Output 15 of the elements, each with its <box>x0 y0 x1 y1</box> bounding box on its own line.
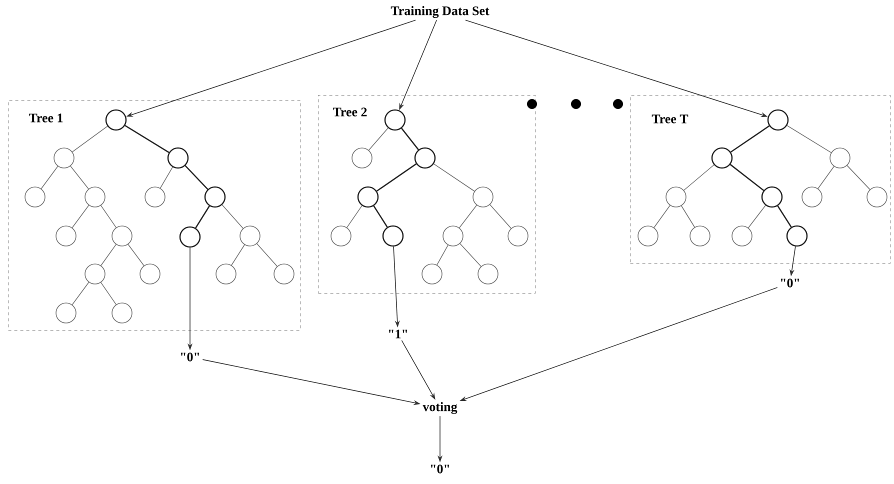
output-label: voting <box>422 402 458 414</box>
tree-node-circle <box>382 225 404 247</box>
output-label: "1" <box>388 330 408 338</box>
output-label: Training Data Set <box>390 6 490 18</box>
tree-box: Tree T <box>630 95 891 264</box>
output-label: "0" <box>780 278 800 288</box>
tree-node-circle <box>179 226 201 248</box>
output-label: "0" <box>180 352 200 362</box>
tree-node-circle <box>105 109 127 131</box>
tree-box: Tree 2 <box>318 95 536 294</box>
tree-node-circle <box>786 225 808 247</box>
output-label: "0" <box>430 464 450 474</box>
tree-box: Tree 1 <box>8 100 301 331</box>
tree-node-circle <box>767 109 789 131</box>
tree-node-circle <box>384 109 406 131</box>
